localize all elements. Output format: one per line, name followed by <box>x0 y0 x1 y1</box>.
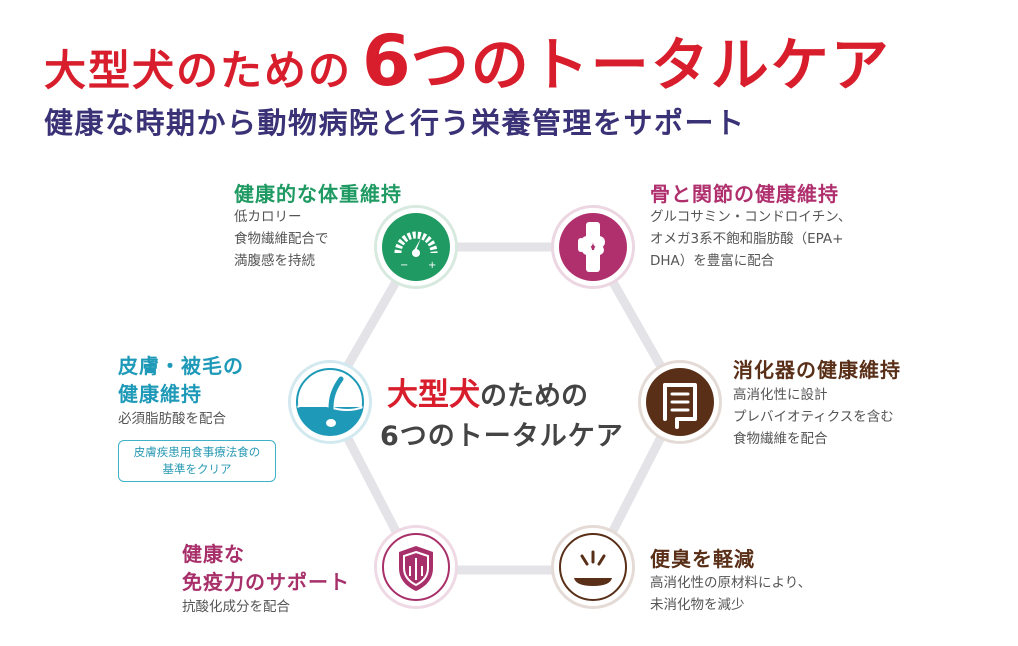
skin-heading: 皮膚・被毛の 健康維持 <box>118 352 244 408</box>
joint-text-line: グルコサミン・コンドロイチン、 <box>650 209 852 225</box>
immunity-heading: 健康な 免疫力のサポート <box>182 540 350 596</box>
digestion-text-line: 高消化性に設計 <box>733 387 828 403</box>
gauge-minus-label: − <box>400 260 408 271</box>
skin-criteria-badge: 皮膚疾患用食事療法食の 基準をクリア <box>118 440 276 482</box>
digestion-text: 高消化性に設計 プレバイオティクスを含む 食物繊維を配合 <box>733 384 894 450</box>
weight-text-line: 満腹感を持続 <box>234 253 315 269</box>
center-title-line1: 大型犬のための <box>387 369 588 414</box>
center-line1-rest: のための <box>480 381 588 412</box>
shield-icon <box>374 525 458 609</box>
title-suffix: つのトータルケア <box>410 31 891 99</box>
badge-line: 皮膚疾患用食事療法食の <box>133 445 261 459</box>
stool-odor-icon <box>551 525 635 609</box>
subtitle: 健康な時期から動物病院と行う栄養管理をサポート <box>44 106 746 140</box>
joint-heading: 骨と関節の健康維持 <box>650 182 839 206</box>
digestion-text-line: 食物繊維を配合 <box>733 431 828 447</box>
digestion-heading: 消化器の健康維持 <box>733 358 901 382</box>
joint-text-line: オメガ3系不飽和脂肪酸（EPA+ <box>650 231 844 247</box>
odor-heading: 便臭を軽減 <box>650 547 755 571</box>
immunity-text: 抗酸化成分を配合 <box>182 599 290 615</box>
skin-hair-icon <box>288 360 372 444</box>
intestine-icon <box>638 360 722 444</box>
title-prefix: 大型犬のための <box>44 46 353 95</box>
title-number: 6 <box>362 20 411 102</box>
immunity-heading-line: 健康な <box>182 542 245 566</box>
digestion-text-line: プレバイオティクスを含む <box>733 409 894 425</box>
immunity-heading-line: 免疫力のサポート <box>182 570 350 594</box>
odor-text-line: 高消化性の原材料により、 <box>650 575 812 591</box>
joint-text: グルコサミン・コンドロイチン、 オメガ3系不飽和脂肪酸（EPA+ DHA）を豊富… <box>650 206 851 272</box>
skin-text: 必須脂肪酸を配合 <box>118 411 226 427</box>
odor-text-line: 未消化物を減少 <box>650 597 745 613</box>
joint-text-line: DHA）を豊富に配合 <box>650 253 775 269</box>
skin-heading-line: 皮膚・被毛の <box>118 354 244 378</box>
weight-text: 低カロリー 食物繊維配合で 満腹感を持続 <box>234 206 329 272</box>
center-title-line2: 6つのトータルケア <box>380 421 624 452</box>
center-highlight: 大型犬 <box>387 377 480 413</box>
weight-gauge-icon: − + <box>374 205 458 289</box>
badge-line: 基準をクリア <box>162 462 232 476</box>
odor-text: 高消化性の原材料により、 未消化物を減少 <box>650 572 811 616</box>
weight-text-line: 食物繊維配合で <box>234 231 329 247</box>
gauge-plus-label: + <box>428 260 436 271</box>
skin-heading-line: 健康維持 <box>118 382 202 406</box>
weight-heading: 健康的な体重維持 <box>234 182 402 206</box>
joint-icon <box>551 205 635 289</box>
weight-text-line: 低カロリー <box>234 209 302 225</box>
